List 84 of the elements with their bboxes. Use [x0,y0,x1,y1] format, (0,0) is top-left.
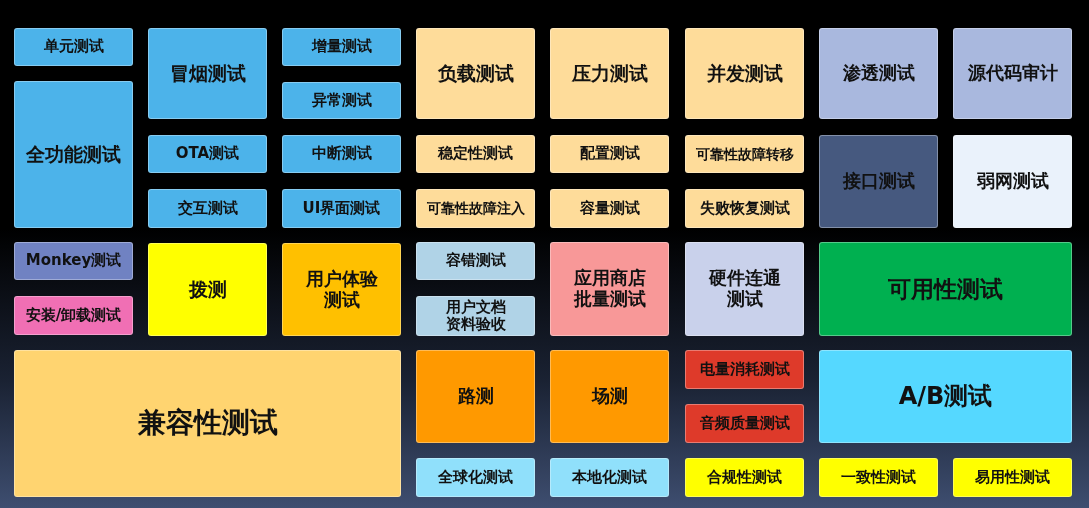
test-type-tile [282,82,401,119]
test-type-tile [550,28,669,119]
tile-label: 硬件连通测试 [707,268,782,310]
test-type-tile [416,189,535,228]
tile-label: UI界面测试 [302,199,381,218]
test-type-tile [819,135,938,228]
tile-label: 稳定性测试 [438,145,513,163]
tile-label: 兼容性测试 [137,407,278,440]
test-type-tile [14,296,133,335]
tile-label: 压力测试 [571,62,648,85]
test-type-tile [685,242,804,336]
test-type-tile [282,28,401,66]
test-type-tile [14,350,401,497]
test-type-tile [148,243,267,336]
tile-label: 场测 [591,386,628,407]
tile-label: 全功能测试 [26,143,121,166]
test-type-tile [148,28,267,119]
test-type-tile [282,135,401,173]
tile-label: 容量测试 [579,199,640,218]
tile-label: 容错测试 [445,252,506,270]
tile-label: 源代码审计 [967,63,1058,84]
test-type-tile [953,135,1072,228]
test-type-tile [148,135,267,173]
tile-label: A/B测试 [898,382,993,411]
test-type-tile [819,458,938,497]
tile-label: 负载测试 [437,62,514,85]
tile-label: Monkey测试 [25,252,122,270]
tile-label: 合规性测试 [707,468,782,487]
test-type-tile [148,189,267,228]
test-type-tile [14,81,133,228]
tile-label: 失败恢复测试 [699,199,790,218]
test-type-tile [416,242,535,280]
test-type-tile [685,458,804,497]
test-type-tile [416,135,535,173]
test-type-tile [819,242,1072,336]
tile-label: 路测 [457,386,494,407]
tile-label: 单元测试 [43,38,104,56]
tile-label: 本地化测试 [572,468,647,487]
tile-label: 增量测试 [311,38,372,56]
tile-label: 拨测 [188,278,227,301]
test-type-tile [282,189,401,228]
test-type-tile [416,28,535,119]
tile-label: 中断测试 [311,145,372,163]
test-type-tile [416,350,535,443]
test-type-tile [550,242,669,336]
test-type-tile [282,243,401,336]
test-type-tile [550,135,669,173]
test-type-tile [14,28,133,66]
tile-label: 应用商店批量测试 [572,268,647,310]
tile-label: 交互测试 [177,199,238,218]
tile-label: 弱网测试 [976,171,1049,192]
test-type-tile [416,458,535,497]
tile-label: 安装/卸载测试 [25,306,122,325]
tile-label: 冒烟测试 [169,62,246,85]
test-type-tile [953,458,1072,497]
test-type-tile [685,350,804,389]
tile-label: 用户文档资料验收 [444,298,507,334]
tile-label: 渗透测试 [842,63,915,84]
test-type-tile [416,296,535,336]
test-type-tile [685,404,804,443]
tile-label: 可靠性故障转移 [695,145,794,163]
tile-label: 异常测试 [311,91,372,110]
test-type-tile [819,28,938,119]
test-type-tile [953,28,1072,119]
tile-label: OTA测试 [175,145,240,163]
tile-label: 音频质量测试 [699,414,790,433]
test-type-tile [550,350,669,443]
test-type-tile [819,350,1072,443]
test-type-tile [685,189,804,228]
tile-label: 接口测试 [842,171,915,192]
test-type-tile [14,242,133,280]
tile-label: 配置测试 [579,145,640,163]
test-type-tile [685,28,804,119]
tile-label: 可用性测试 [888,275,1003,303]
tile-label: 电量消耗测试 [699,360,790,379]
test-type-tile [685,135,804,173]
tile-label: 用户体验测试 [304,268,379,311]
tile-label: 一致性测试 [841,468,916,487]
tile-label: 可靠性故障注入 [426,200,525,217]
tile-label: 并发测试 [706,62,783,85]
test-type-tile [550,458,669,497]
test-type-tile [550,189,669,228]
tile-label: 全球化测试 [438,468,513,487]
tile-label: 易用性测试 [975,468,1050,487]
